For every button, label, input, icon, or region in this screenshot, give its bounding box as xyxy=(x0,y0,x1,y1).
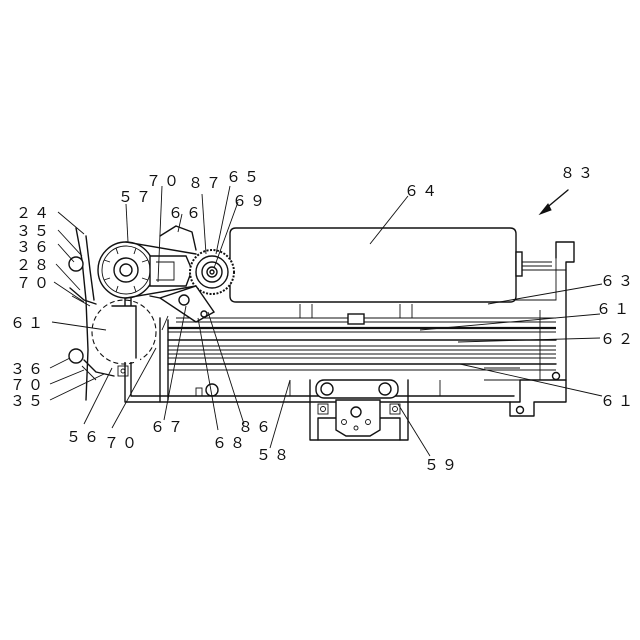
label-56: ５６ xyxy=(66,428,102,446)
label-70-top: ７０ xyxy=(146,172,182,190)
label-35-bottom: ３５ xyxy=(10,392,46,410)
label-61-left: ６１ xyxy=(10,314,46,332)
label-65: ６５ xyxy=(226,168,262,186)
motor-64 xyxy=(230,228,552,302)
label-86: ８６ xyxy=(238,418,274,436)
guide-rails xyxy=(168,304,556,370)
label-36-top: ３６ xyxy=(16,238,52,256)
gear-57 xyxy=(98,242,154,298)
label-58: ５８ xyxy=(256,446,292,464)
label-64: ６４ xyxy=(404,182,440,200)
label-61-right-bottom: ６１ xyxy=(600,392,636,410)
label-87: ８７ xyxy=(188,174,224,192)
platen-roller-56 xyxy=(92,300,156,364)
label-63: ６３ xyxy=(600,272,636,290)
label-70-left-top: ７０ xyxy=(16,274,52,292)
label-57: ５７ xyxy=(118,188,154,206)
label-83: ８３ xyxy=(560,164,596,182)
label-69: ６９ xyxy=(232,192,268,210)
label-70-bottom: ７０ xyxy=(104,434,140,452)
label-61-right-top: ６１ xyxy=(596,300,632,318)
label-66: ６６ xyxy=(168,204,204,222)
label-68: ６８ xyxy=(212,434,248,452)
label-62: ６２ xyxy=(600,330,636,348)
label-24: ２４ xyxy=(16,204,52,222)
arrow-83 xyxy=(540,190,568,214)
label-28: ２８ xyxy=(16,256,52,274)
label-67: ６７ xyxy=(150,418,186,436)
label-59: ５９ xyxy=(424,456,460,474)
